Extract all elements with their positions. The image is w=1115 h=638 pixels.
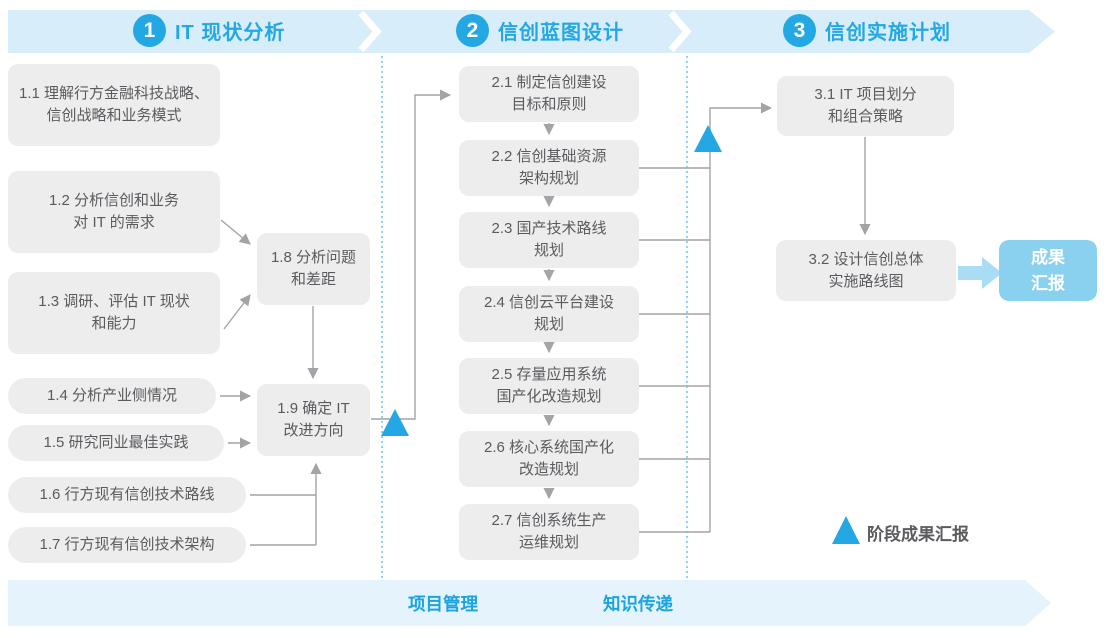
- step-2-7: 2.7 信创系统生产 运维规划: [459, 504, 639, 560]
- legend-milestone-triangle-icon: [832, 516, 860, 544]
- step-1-2: 1.2 分析信创和业务 对 IT 的需求: [8, 171, 220, 253]
- chevron-separator-icon: [358, 10, 382, 53]
- milestone-triangle-phase1: [381, 409, 409, 436]
- phase-1-title: IT 现状分析: [175, 22, 286, 44]
- step-2-6: 2.6 核心系统国产化 改造规划: [459, 431, 639, 487]
- milestone-triangle-phase2: [694, 125, 722, 152]
- step-2-1: 2.1 制定信创建设 目标和原则: [459, 66, 639, 122]
- support-ribbon: [8, 580, 1051, 626]
- phase-1-number-badge: 1: [133, 14, 166, 47]
- support-item-project-management: 项目管理: [408, 594, 478, 614]
- phase-ribbon: [8, 10, 1055, 53]
- chevron-separator-icon: [668, 10, 692, 53]
- step-2-2: 2.2 信创基础资源 架构规划: [459, 140, 639, 196]
- phase-2-number-badge: 2: [456, 14, 489, 47]
- step-1-8: 1.8 分析问题 和差距: [257, 233, 370, 305]
- legend-milestone-label: 阶段成果汇报: [867, 525, 969, 544]
- phase-3-title: 信创实施计划: [825, 22, 951, 44]
- step-1-9: 1.9 确定 IT 改进方向: [257, 384, 370, 456]
- step-3-2: 3.2 设计信创总体 实施路线图: [776, 240, 956, 301]
- step-1-5: 1.5 研究同业最佳实践: [8, 425, 224, 461]
- step-3-1: 3.1 IT 项目划分 和组合策略: [777, 76, 954, 136]
- step-1-6: 1.6 行方现有信创技术路线: [8, 477, 246, 513]
- step-2-3: 2.3 国产技术路线 规划: [459, 212, 639, 268]
- step-1-1: 1.1 理解行方金融科技战略、 信创战略和业务模式: [8, 64, 220, 146]
- step-1-3: 1.3 调研、评估 IT 现状 和能力: [8, 272, 220, 354]
- outcome-report-box: 成果 汇报: [999, 240, 1097, 301]
- phase-3-number-badge: 3: [783, 14, 816, 47]
- phase-1-header: 1 IT 现状分析: [133, 14, 285, 47]
- step-2-4: 2.4 信创云平台建设 规划: [459, 286, 639, 342]
- support-item-knowledge-transfer: 知识传递: [603, 594, 673, 614]
- phase-2-header: 2 信创蓝图设计: [456, 14, 624, 47]
- step-1-7: 1.7 行方现有信创技术架构: [8, 527, 246, 563]
- outcome-arrow-icon: [958, 257, 1002, 289]
- step-1-4: 1.4 分析产业侧情况: [8, 378, 216, 414]
- phase-boundary-dotted-line: [381, 56, 688, 578]
- step-2-5: 2.5 存量应用系统 国产化改造规划: [459, 358, 639, 414]
- phase-2-title: 信创蓝图设计: [498, 22, 624, 44]
- phase-3-header: 3 信创实施计划: [783, 14, 951, 47]
